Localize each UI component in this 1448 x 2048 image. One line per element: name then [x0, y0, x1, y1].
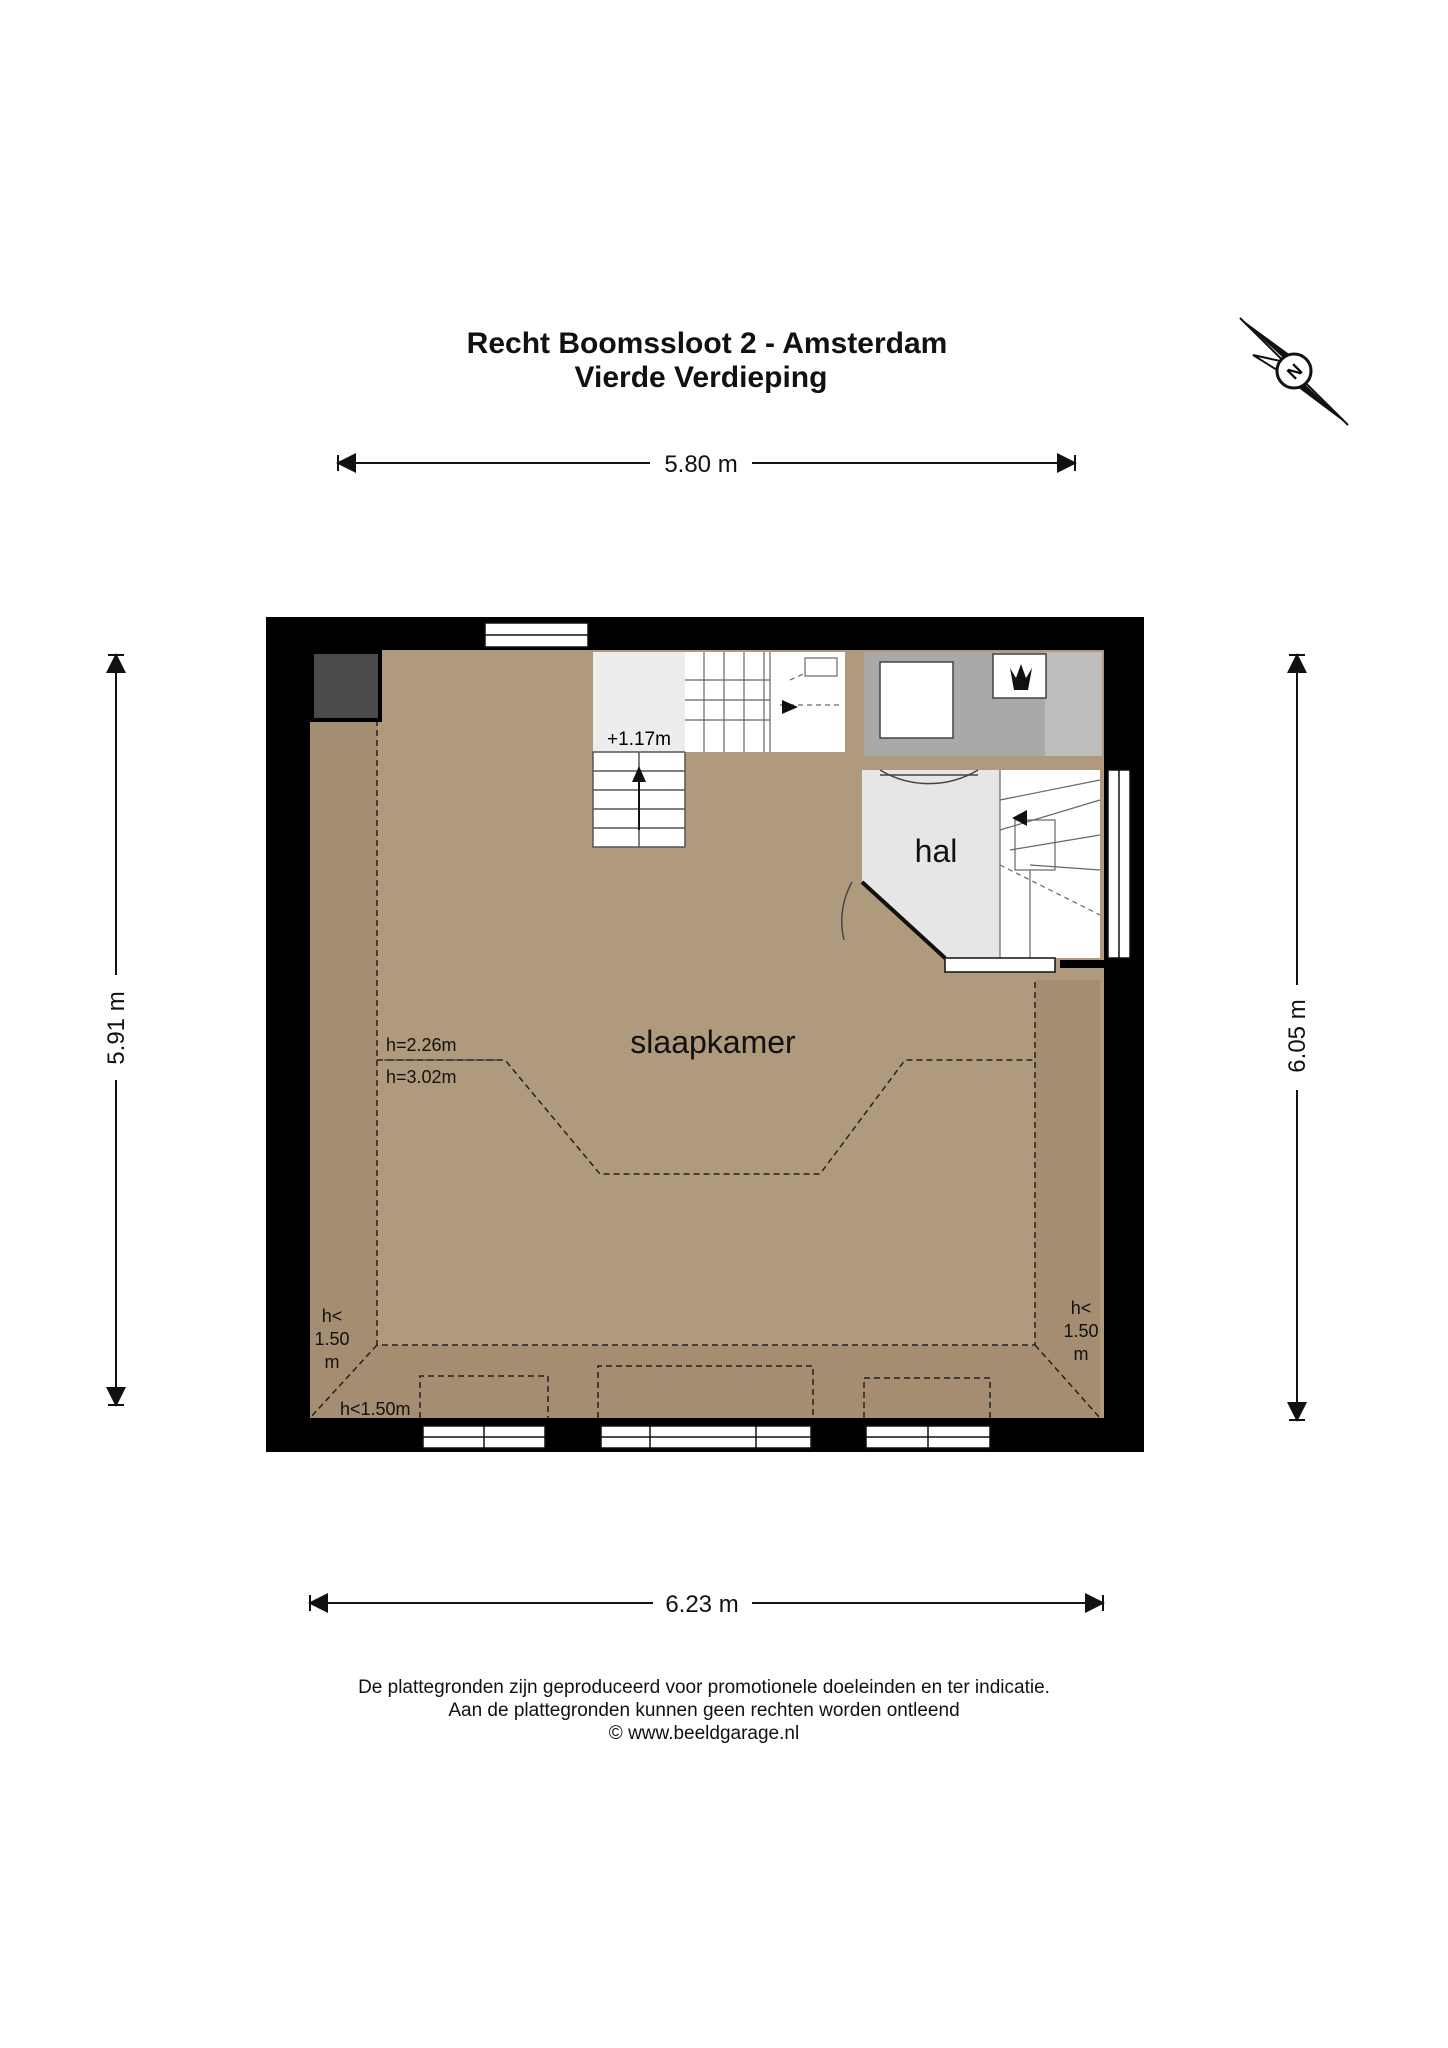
disclaimer-line-2: Aan de plattegronden kunnen geen rechten… [448, 1700, 959, 1721]
height-left-label-2: 1.50 [314, 1329, 349, 1349]
disclaimer-line-1: De plattegronden zijn geproduceerd voor … [358, 1677, 1050, 1698]
dimension-right: 6.05 m [1284, 653, 1311, 1422]
window-bottom-3 [865, 1425, 991, 1449]
dimension-bottom: 6.23 m [308, 1591, 1105, 1618]
height-high-label: h=3.02m [386, 1067, 457, 1087]
stair-small: +1.17m [592, 652, 686, 848]
plan-title: Recht Boomssloot 2 - Amsterdam [467, 327, 948, 360]
dimension-bottom-label: 6.23 m [665, 1591, 738, 1618]
plan-subtitle: Vierde Verdieping [575, 361, 828, 394]
window-top [484, 622, 589, 648]
compass-icon: N [1239, 317, 1349, 426]
dimension-right-label: 6.05 m [1284, 999, 1311, 1072]
height-right-label-2: 1.50 [1063, 1321, 1098, 1341]
room-hal-label: hal [915, 833, 958, 869]
height-left-label-3: m [325, 1352, 340, 1372]
dimension-left-label: 5.91 m [103, 991, 130, 1064]
room-slaapkamer-label: slaapkamer [630, 1024, 796, 1060]
dimension-top-label: 5.80 m [664, 451, 737, 478]
height-low-label: h=2.26m [386, 1035, 457, 1055]
stair-upper [685, 652, 845, 752]
height-right-label-3: m [1074, 1344, 1089, 1364]
height-bottom-label: h<1.50m [340, 1399, 411, 1419]
room-bathroom [864, 652, 1102, 756]
height-right-label-1: h< [1071, 1298, 1092, 1318]
dimension-top: 5.80 m [336, 451, 1077, 478]
dimension-left: 5.91 m [103, 653, 130, 1407]
copyright-line: © www.beeldgarage.nl [609, 1723, 799, 1744]
window-right [1107, 769, 1131, 959]
height-left-label-1: h< [322, 1306, 343, 1326]
window-bottom-1 [422, 1425, 546, 1449]
level-label: +1.17m [607, 729, 671, 750]
room-hal: hal [841, 769, 1101, 960]
window-hal-bottom [944, 957, 1056, 973]
chimney-block [310, 650, 382, 722]
window-bottom-2 [600, 1425, 812, 1449]
